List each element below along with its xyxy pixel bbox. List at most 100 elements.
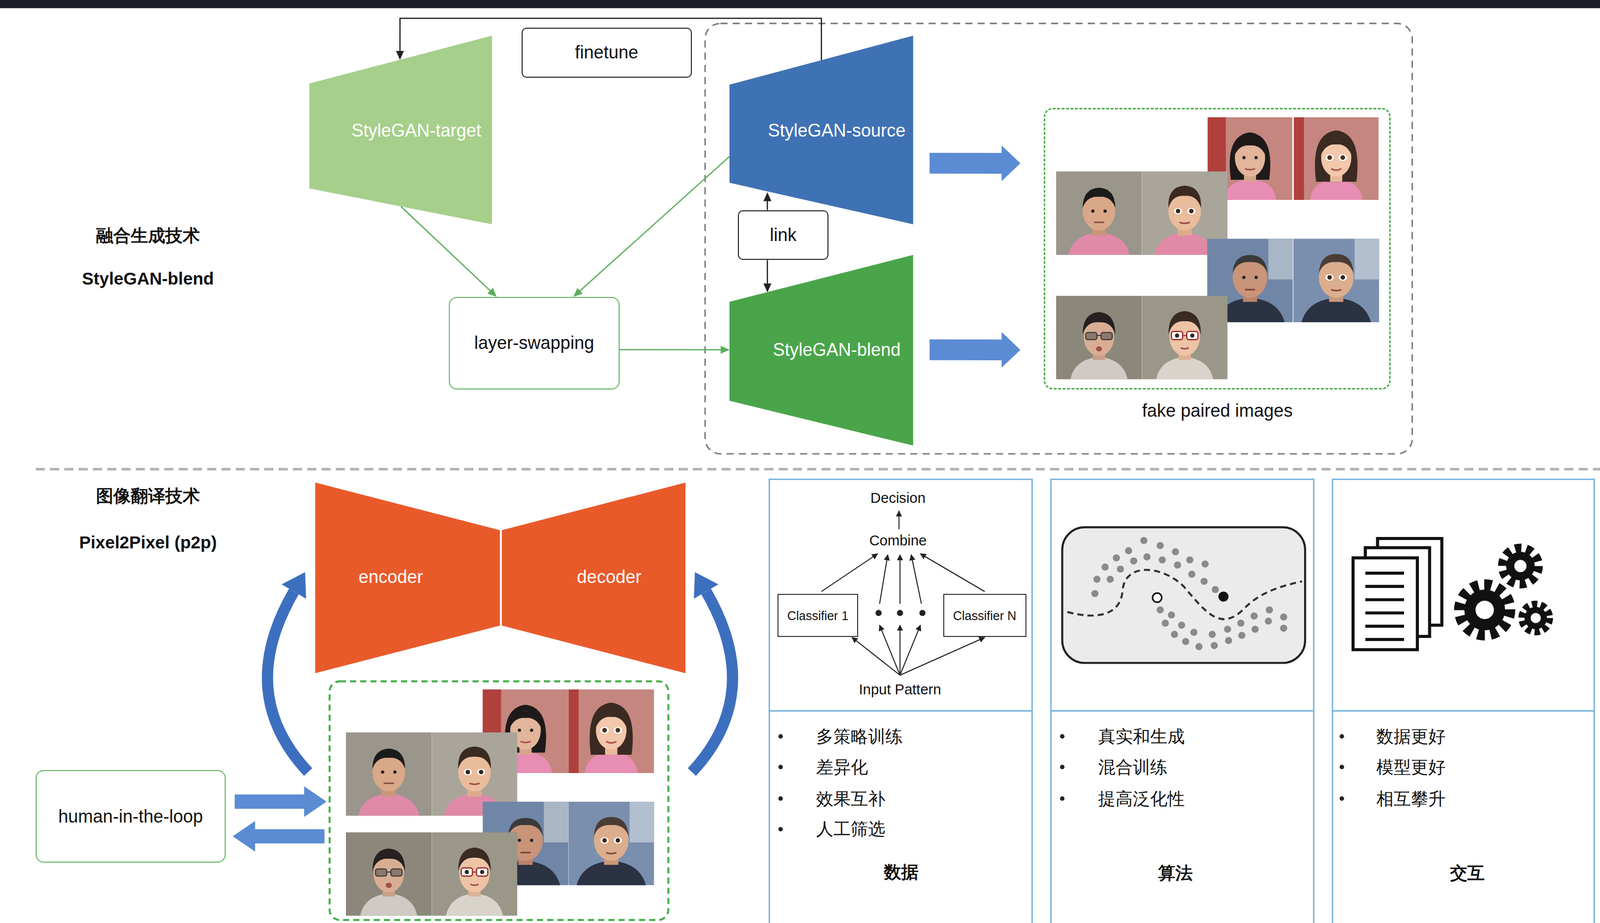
encoder-trapezoid [315, 482, 500, 674]
ensemble-arrows [879, 625, 900, 676]
scatter-plot [1161, 619, 1169, 627]
ensemble-arrows [821, 510, 985, 676]
gears-icon [1475, 600, 1494, 620]
bullet-dot [1060, 796, 1065, 801]
connector [573, 288, 583, 297]
connector [763, 192, 772, 202]
panel-divider [1050, 710, 1315, 712]
ensemble-label: Decision [870, 488, 926, 507]
gears-icon [1460, 585, 1510, 635]
loop-arrow [693, 572, 719, 599]
face-photo [1056, 171, 1142, 255]
node-text: decoder [577, 566, 642, 588]
bullet-text: 混合训练 [1098, 756, 1168, 778]
gears-icon [1505, 551, 1535, 581]
bullet-dot [778, 826, 783, 832]
bullet-dot [1060, 764, 1065, 770]
scatter-plot [1062, 527, 1306, 663]
connector [619, 345, 730, 354]
node-text: Classifier N [953, 608, 1017, 624]
scatter-plot [1201, 560, 1209, 568]
ensemble-arrows [898, 510, 900, 530]
generator-trapezoid: StyleGAN-target [309, 35, 492, 225]
process-box: finetune [521, 27, 692, 78]
bullet-dot [778, 733, 1345, 832]
node-text: link [769, 224, 797, 246]
generator-trapezoid [729, 254, 914, 446]
exchange-arrow [234, 786, 327, 818]
gears-icon [1530, 613, 1542, 624]
scatter-plot [1211, 585, 1219, 593]
top-bar [0, 0, 1600, 8]
face-photo [431, 832, 518, 917]
flow-arrow [929, 332, 1021, 368]
scatter-plot [1250, 612, 1258, 620]
face-photo [1141, 295, 1228, 380]
bullet-text: 多策略训练 [816, 726, 903, 747]
scatter-plot [1264, 617, 1272, 625]
scatter-plot [1167, 611, 1175, 619]
generator-trapezoid [309, 35, 492, 225]
bullet-text: 人工筛选 [816, 818, 886, 840]
face-photo [568, 689, 654, 774]
loop-arrow [281, 572, 306, 599]
ensemble-arrows [899, 625, 901, 676]
bullet-dot [1339, 764, 1345, 770]
flow-arrow [929, 145, 1021, 182]
face-photo [345, 117, 1380, 917]
bullet-text: 效果互补 [816, 788, 886, 810]
section-title: 图像翻译技术 [96, 485, 200, 507]
decoder-trapezoid: decoder [501, 482, 686, 674]
generator-trapezoid: StyleGAN-source [729, 35, 914, 225]
bullet-dot [778, 764, 783, 770]
scatter-plot [1170, 630, 1178, 638]
panel-title: 数据 [883, 861, 919, 883]
scatter-plot [1195, 642, 1203, 650]
ensemble-arrows [911, 554, 922, 604]
node-text: Classifier 1 [787, 608, 849, 624]
loop-arrow [267, 591, 308, 773]
face-photo [1293, 238, 1379, 323]
gears-icon [1522, 604, 1550, 632]
connector [763, 259, 772, 292]
section-title: StyleGAN-blend [82, 268, 214, 290]
scatter-plot [1093, 575, 1101, 583]
bullet-dot [778, 796, 783, 801]
panel-divider [768, 710, 1596, 712]
documents-icon [1353, 538, 1442, 650]
generator-group-frame [705, 23, 1413, 454]
node-text: finetune [575, 42, 639, 64]
scatter-plot [1156, 606, 1164, 614]
ellipsis-dots [875, 609, 926, 616]
face-photo [345, 732, 432, 817]
bullet-text: 差异化 [816, 756, 869, 778]
panel-divider [768, 710, 1033, 712]
ellipsis-dots [896, 609, 903, 616]
face-photo [1056, 295, 1142, 380]
scatter-plot [1067, 569, 1303, 620]
connector [619, 348, 723, 351]
scatter-plot [1152, 592, 1163, 603]
image-group-box: fake paired images [1043, 107, 1391, 390]
classifier-box: Classifier 1 [777, 593, 859, 637]
gears-icon [1460, 548, 1550, 635]
generator-trapezoid: StyleGAN-blend [729, 254, 914, 446]
scatter-plot [1171, 548, 1179, 556]
bullet-dot [1060, 733, 1065, 739]
scatter-plot [1173, 561, 1181, 569]
node-text: StyleGAN-target [351, 119, 482, 142]
scatter-plot [1177, 621, 1185, 629]
ensemble-arrows [900, 625, 921, 676]
scatter-plot [1265, 606, 1273, 614]
scatter-plot [1188, 570, 1196, 578]
loop-arrow [691, 591, 733, 773]
node-text: encoder [358, 566, 424, 588]
ensemble-arrows [920, 553, 985, 592]
section-title: Pixel2Pixel (p2p) [79, 532, 217, 553]
scatter-plot [1280, 624, 1288, 632]
process-box: human-in-the-loop [35, 770, 226, 864]
generator-trapezoid [729, 35, 914, 225]
node-text: layer-swapping [474, 332, 594, 354]
node-text: StyleGAN-source [768, 119, 906, 142]
